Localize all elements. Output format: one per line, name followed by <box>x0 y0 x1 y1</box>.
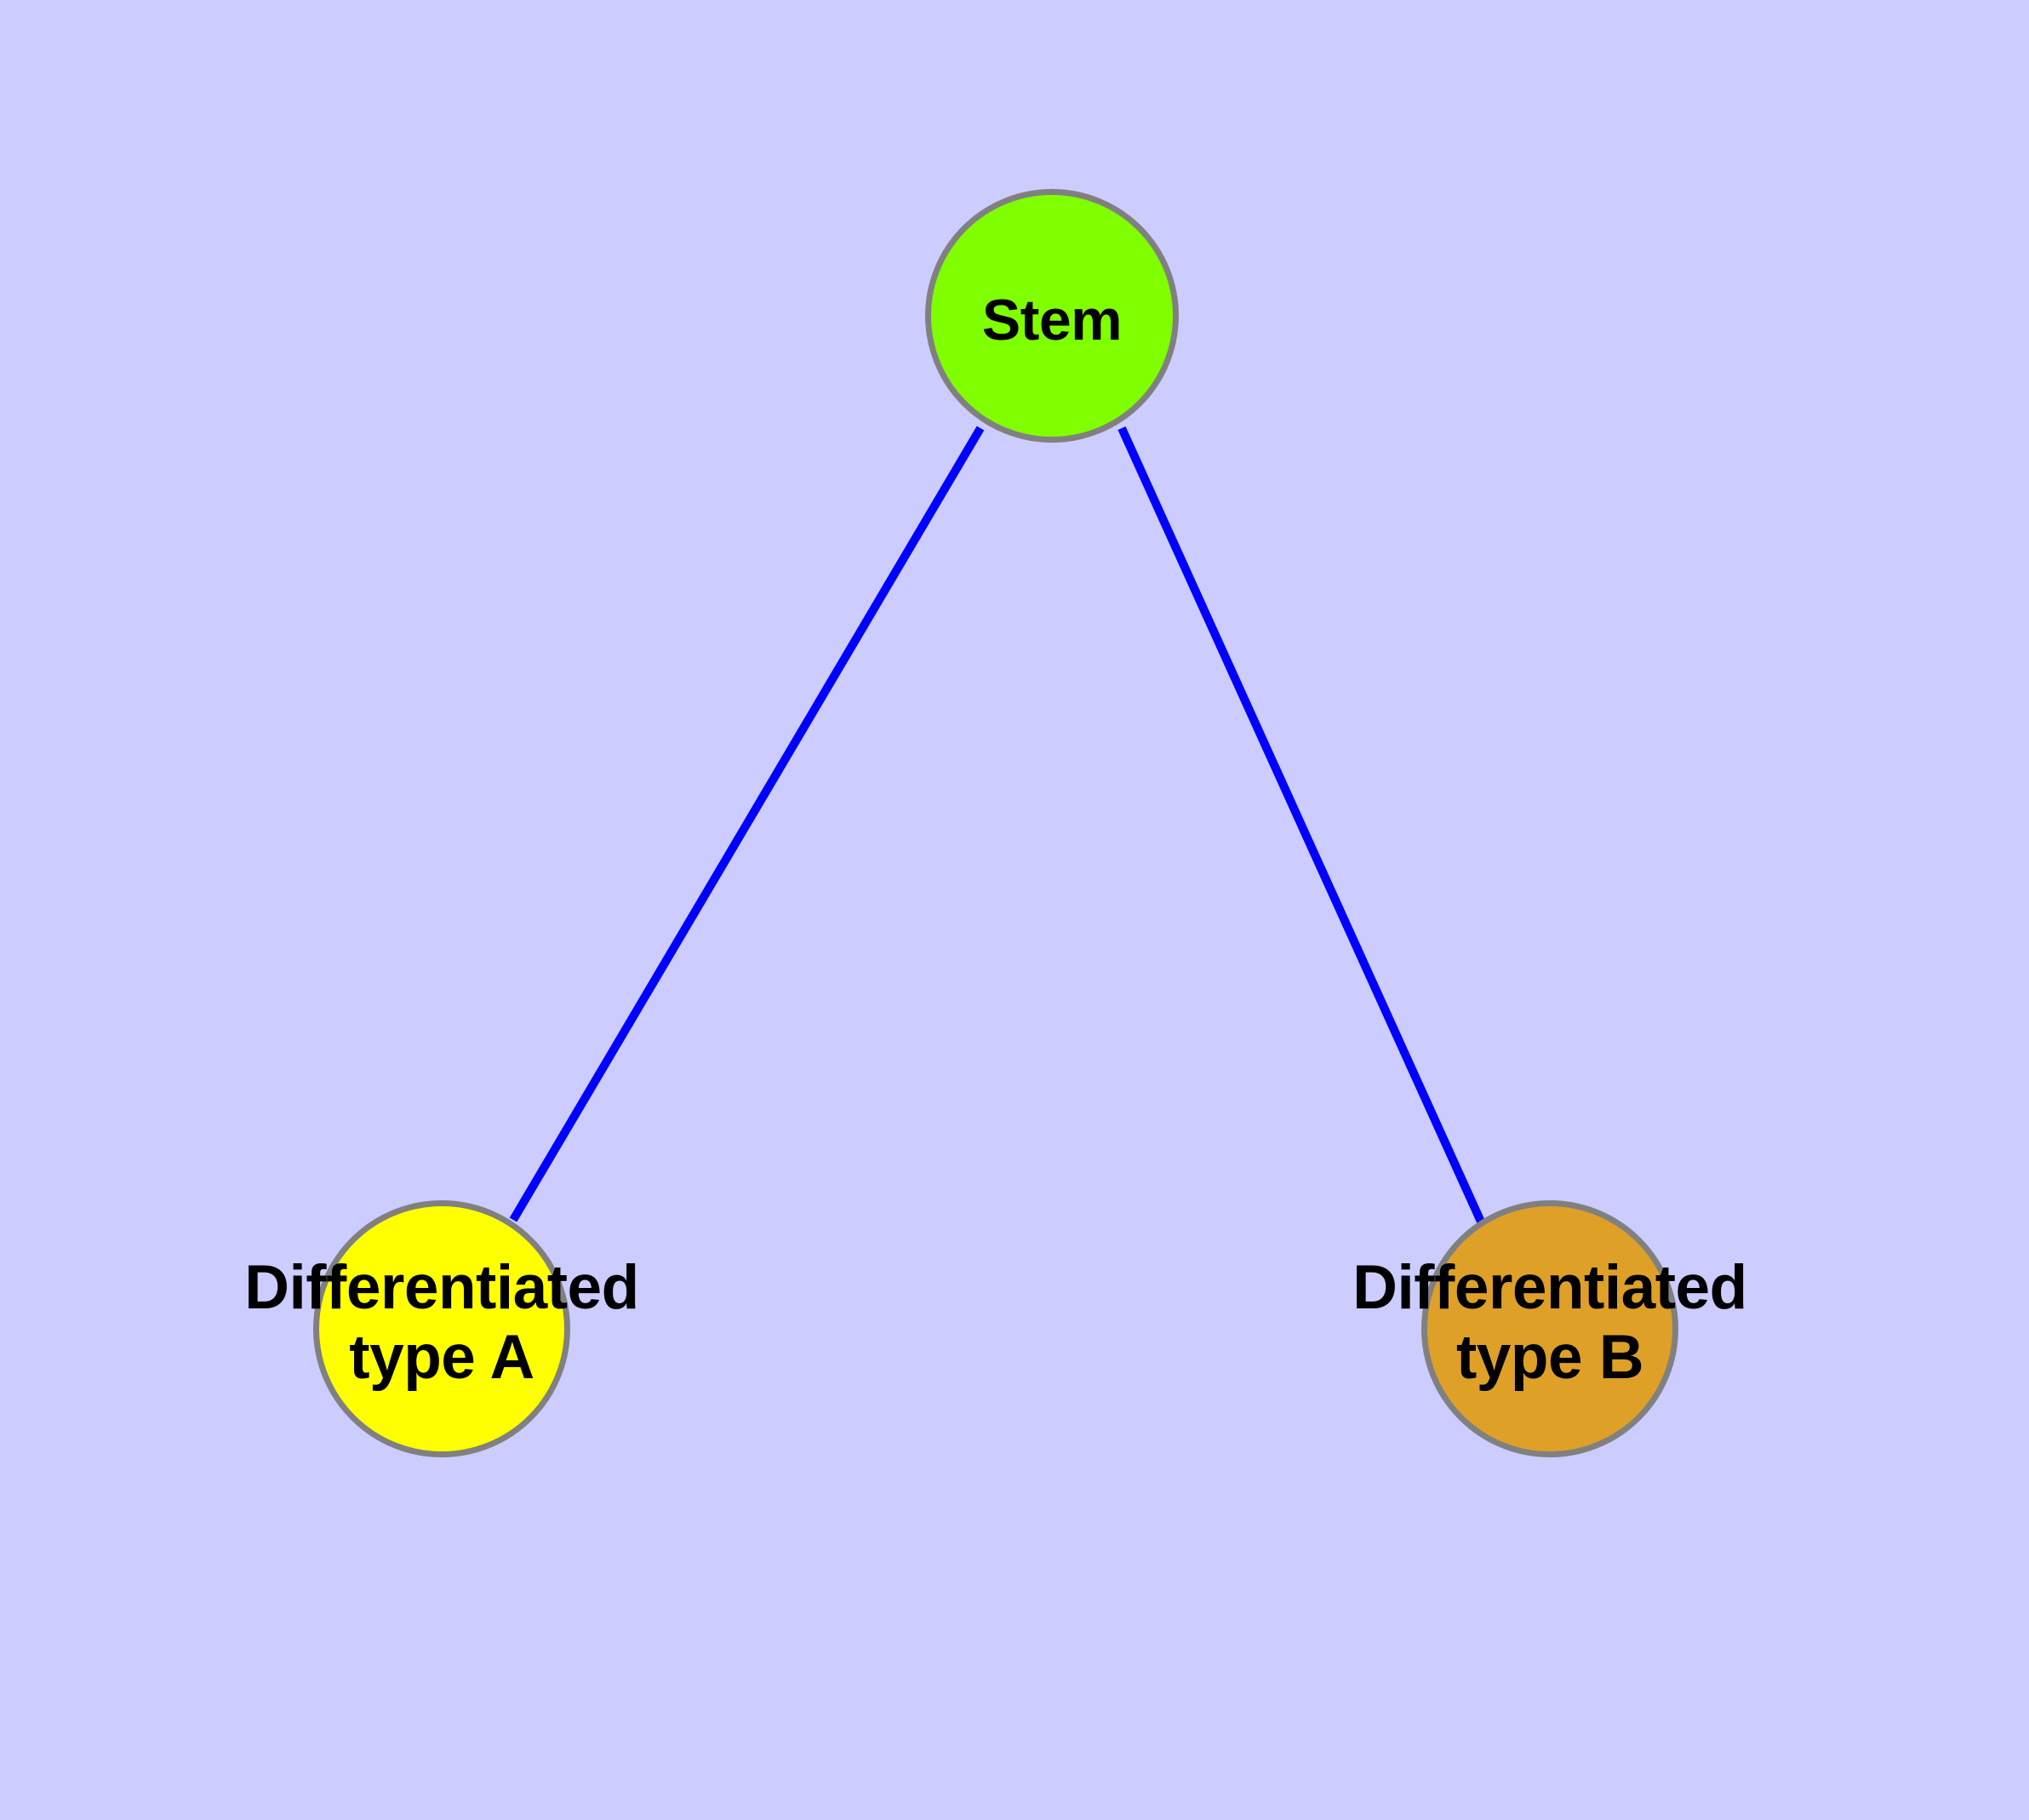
edge-stem-to-differentiated-type-b[interactable] <box>1117 426 1485 1224</box>
edge-stem-to-differentiated-type-a[interactable] <box>509 426 985 1222</box>
node-stem[interactable] <box>925 189 1179 443</box>
node-differentiated-type-b[interactable] <box>1421 1200 1678 1457</box>
node-differentiated-type-a[interactable] <box>313 1200 570 1457</box>
